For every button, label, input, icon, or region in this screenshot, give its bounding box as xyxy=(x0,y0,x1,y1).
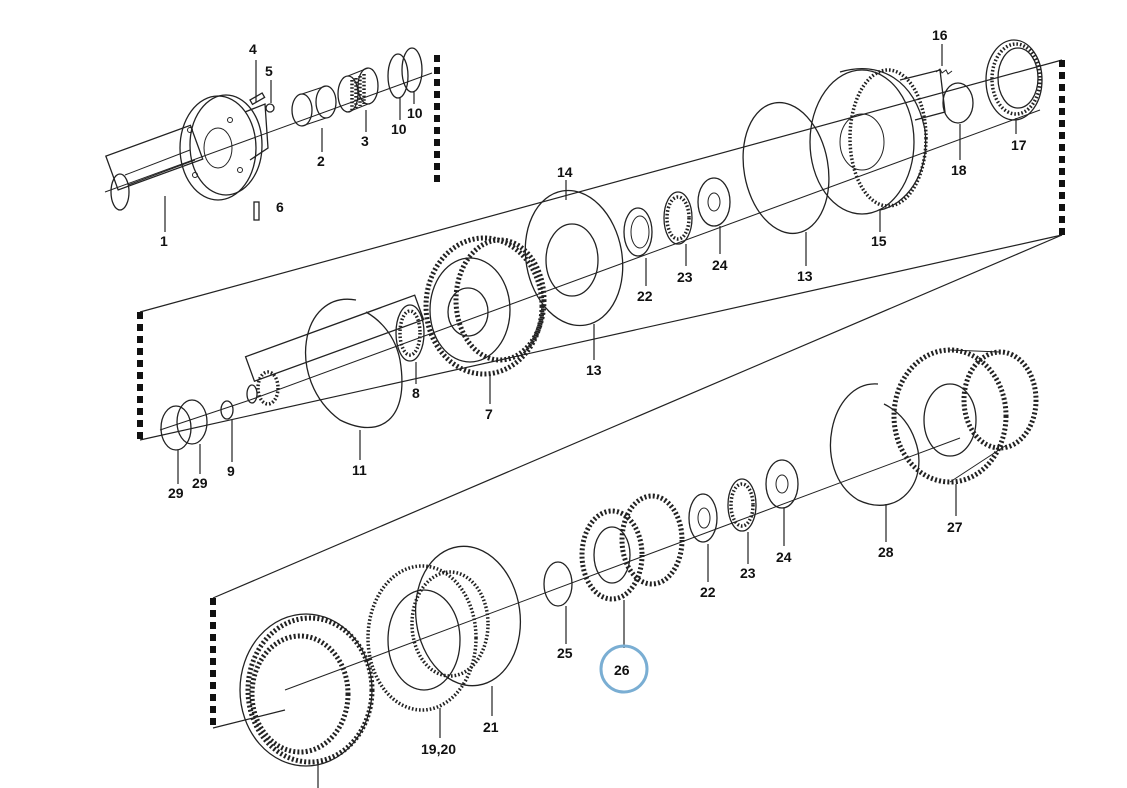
shaft-axes xyxy=(104,72,1041,691)
part-23-thrust-bearing-upper xyxy=(663,191,693,245)
label-4: 4 xyxy=(249,41,257,57)
part-27-clutch-hub xyxy=(891,347,1039,485)
part-18-snap-ring xyxy=(942,82,974,124)
label-28: 28 xyxy=(878,544,894,560)
label-16: 16 xyxy=(932,27,948,43)
part-5-ring xyxy=(265,103,275,113)
part-2-bushing xyxy=(291,85,337,127)
label-17: 17 xyxy=(1011,137,1027,153)
part-4-pin xyxy=(249,92,266,106)
label-10-a: 10 xyxy=(391,121,407,137)
label-15: 15 xyxy=(871,233,887,249)
label-14: 14 xyxy=(557,164,573,180)
label-25: 25 xyxy=(557,645,573,661)
part-24-thrust-washer-lower xyxy=(765,459,799,509)
part-11-snap-ring xyxy=(305,298,403,429)
part-25-snap-ring xyxy=(543,561,573,607)
part-9-ring xyxy=(220,400,234,420)
label-22-lower: 22 xyxy=(700,584,716,600)
label-23-upper: 23 xyxy=(677,269,693,285)
part-24-thrust-washer-upper xyxy=(697,177,731,227)
part-26-splined-hub xyxy=(579,493,685,602)
highlight-circle xyxy=(599,644,649,694)
part-16-spring xyxy=(935,68,953,75)
part-6-bolt xyxy=(253,201,260,221)
part-10-snap-rings xyxy=(387,47,423,99)
part-19-20-friction-plates xyxy=(366,564,478,712)
label-3: 3 xyxy=(361,133,369,149)
label-26: 26 xyxy=(614,662,630,678)
part-13-seal-ring-upper xyxy=(742,101,830,235)
part-23-thrust-bearing-lower xyxy=(727,478,757,532)
part-22-washer-upper xyxy=(623,207,653,257)
label-5: 5 xyxy=(265,63,273,79)
label-7: 7 xyxy=(485,406,493,422)
leader-lines xyxy=(164,44,1017,788)
label-1: 1 xyxy=(160,233,168,249)
label-13-lower: 13 xyxy=(586,362,602,378)
label-22-upper: 22 xyxy=(637,288,653,304)
part-1-ring-gear-lower xyxy=(239,613,375,767)
label-27: 27 xyxy=(947,519,963,535)
part-22-washer-lower xyxy=(688,493,718,543)
label-6: 6 xyxy=(276,199,284,215)
label-29-b: 29 xyxy=(192,475,208,491)
label-24-upper: 24 xyxy=(712,257,728,273)
part-14-seal-ring-upper xyxy=(524,189,624,327)
label-24-lower: 24 xyxy=(776,549,792,565)
label-11: 11 xyxy=(352,462,367,478)
label-29-a: 29 xyxy=(168,485,184,501)
part-3-needle-bearing xyxy=(337,67,379,113)
label-18: 18 xyxy=(951,162,967,178)
label-21: 21 xyxy=(483,719,499,735)
part-15-clutch-drum xyxy=(809,68,946,215)
label-9: 9 xyxy=(227,463,235,479)
part-labels: 4 5 1 6 2 3 10 10 16 17 18 15 13 14 22 2… xyxy=(160,27,1027,757)
label-8: 8 xyxy=(412,385,420,401)
label-2: 2 xyxy=(317,153,325,169)
part-17-thrust-bearing xyxy=(985,39,1043,121)
label-19-20: 19,20 xyxy=(421,741,456,757)
part-8-needle-bearing xyxy=(395,304,425,362)
part-1-output-flange-shaft xyxy=(105,94,269,211)
part-21-separator-plate xyxy=(410,545,522,687)
part-28-snap-ring xyxy=(829,383,920,506)
part-29-snap-rings xyxy=(160,399,208,451)
assembly-frame xyxy=(137,55,1065,729)
part-7-gear-shaft xyxy=(244,235,547,406)
label-23-lower: 23 xyxy=(740,565,756,581)
label-10-b: 10 xyxy=(407,105,423,121)
label-13-upper: 13 xyxy=(797,268,813,284)
